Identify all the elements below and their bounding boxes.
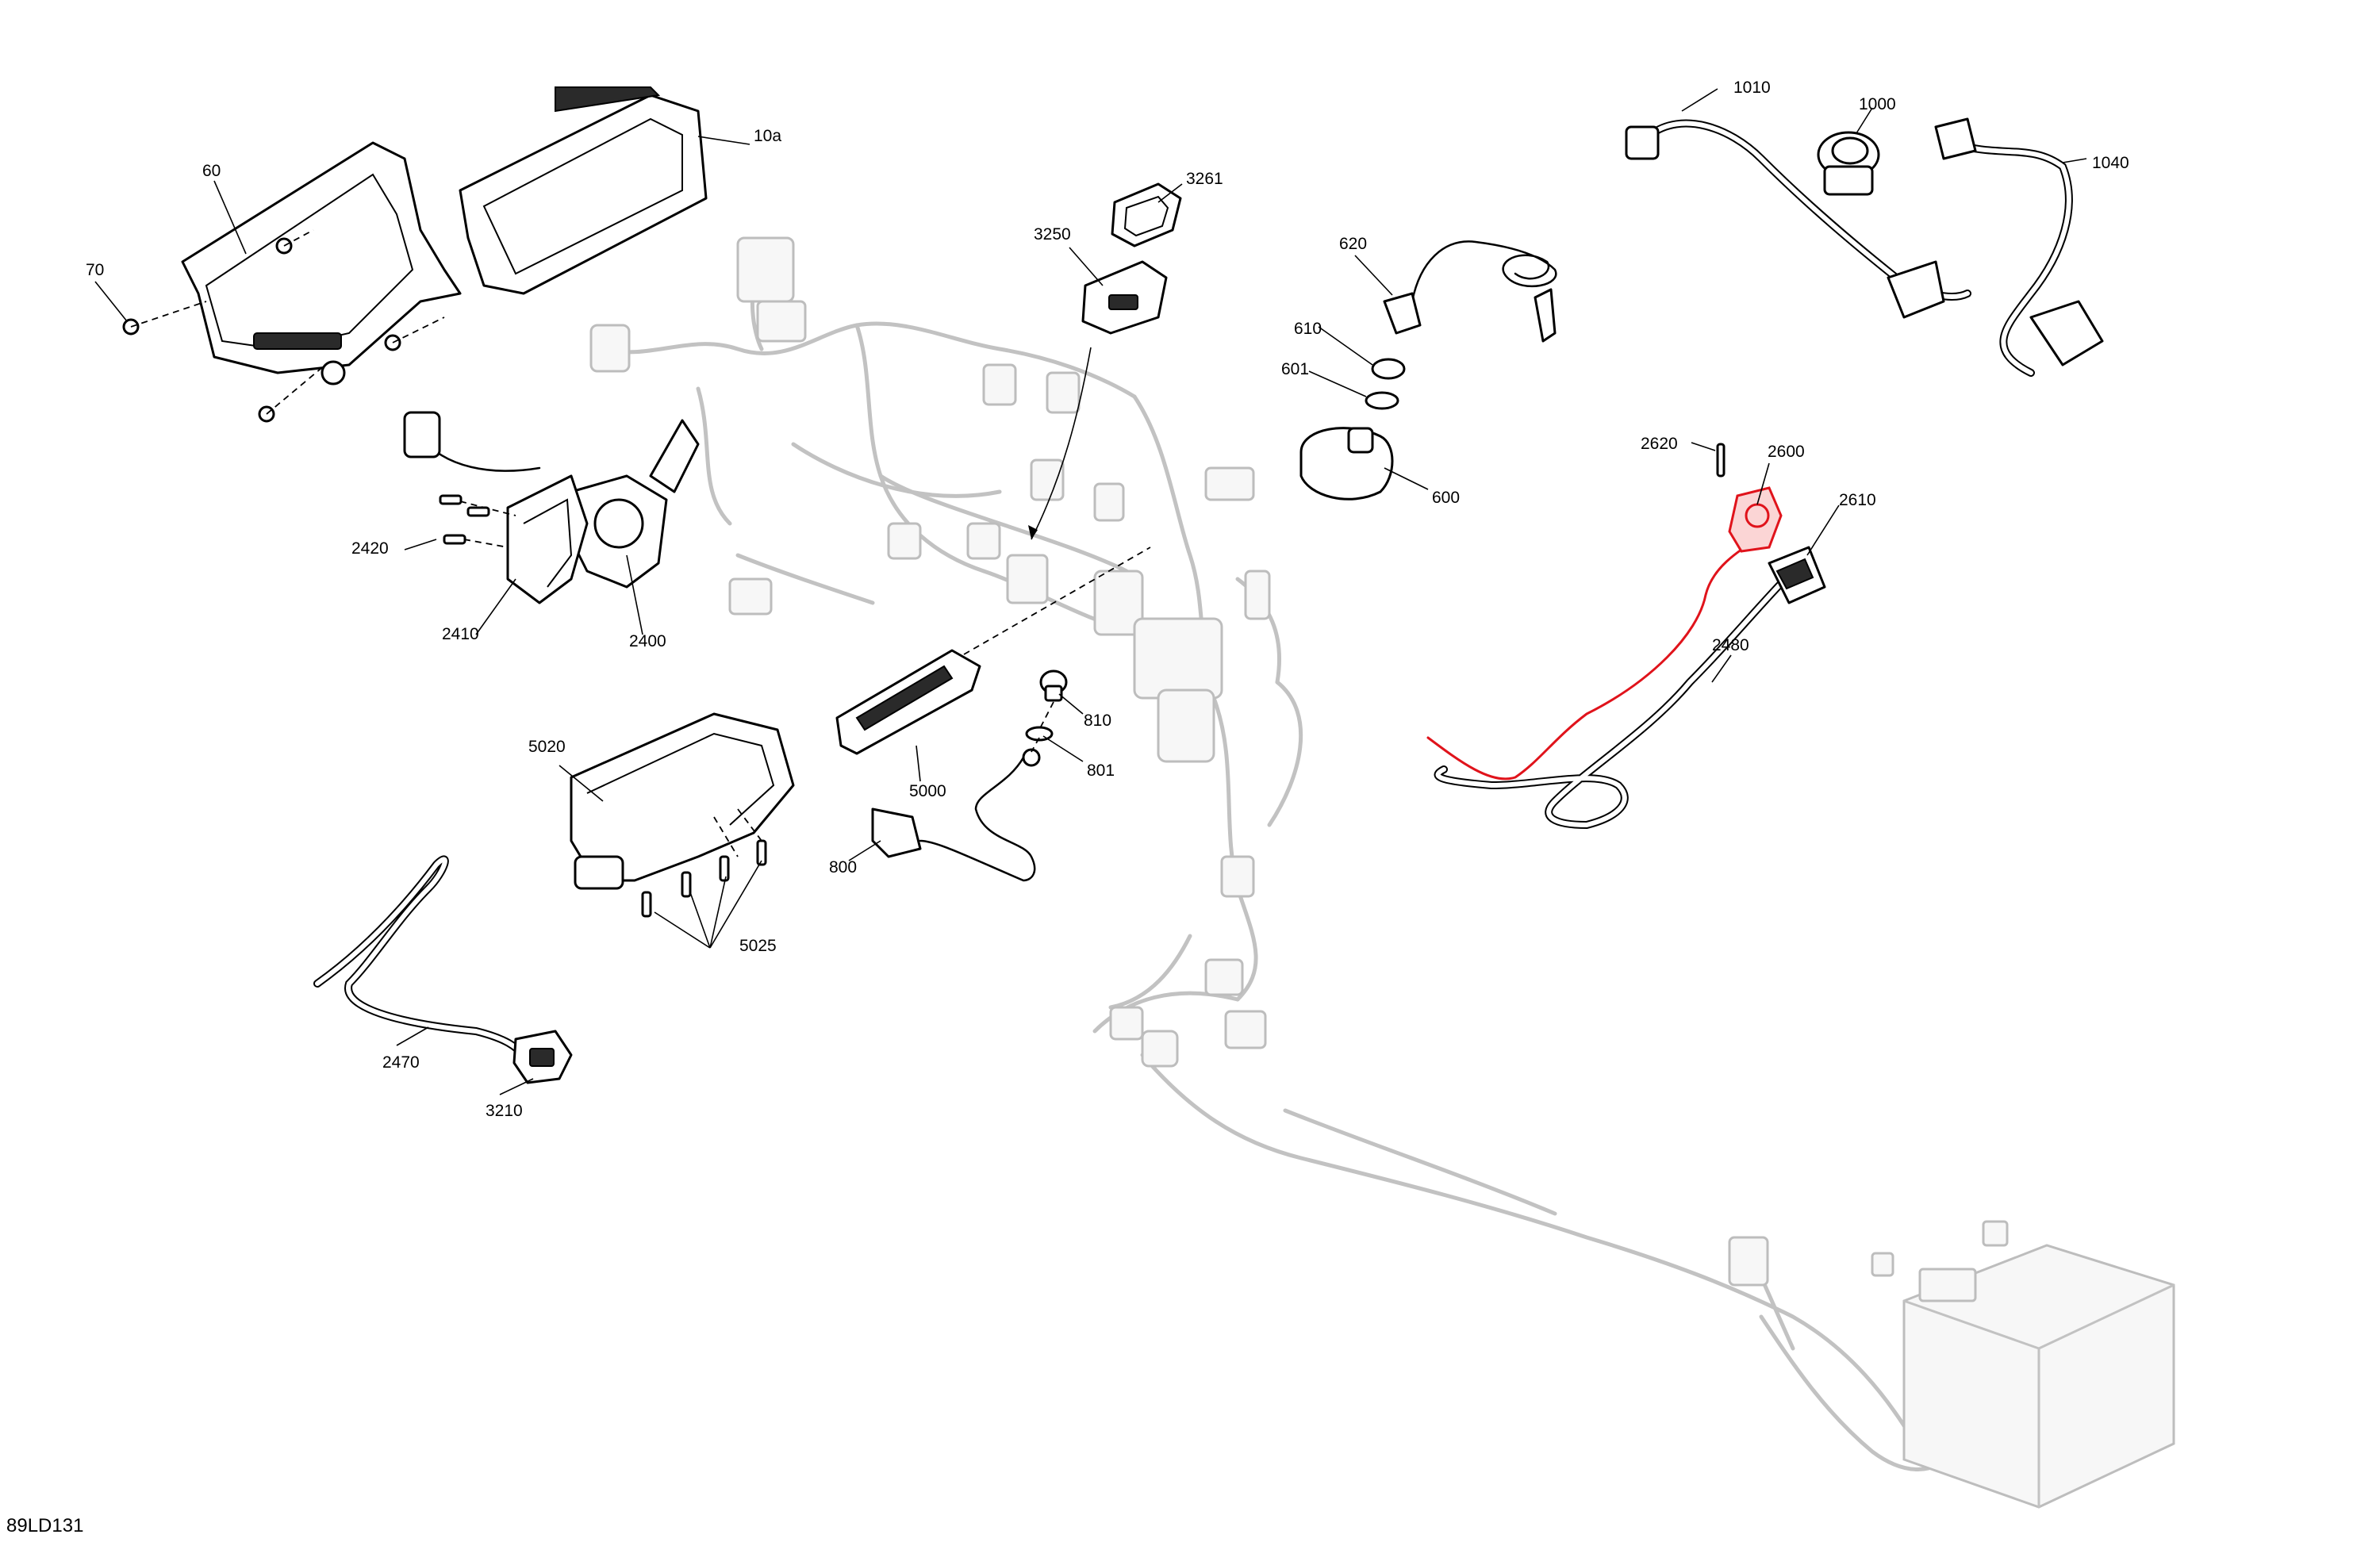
figure-id: 89LD131	[6, 1515, 83, 1536]
callout-70: 70	[86, 261, 104, 279]
main-harness-ghost	[589, 236, 1954, 1471]
cover-5020[interactable]	[570, 712, 795, 890]
callout-601: 601	[1281, 360, 1309, 378]
callout-620: 620	[1339, 235, 1367, 253]
throttle-housing-2410[interactable]	[506, 474, 589, 604]
harness-1040[interactable]	[1934, 117, 2104, 377]
callout-2600: 2600	[1768, 443, 1805, 461]
callout-2610: 2610	[1839, 491, 1876, 509]
harness-2470[interactable]	[313, 855, 528, 1059]
callout-2620: 2620	[1641, 435, 1678, 453]
fuse-holder-2610[interactable]	[1768, 546, 1826, 604]
module-5000[interactable]	[835, 649, 981, 755]
callout-2420: 2420	[351, 539, 389, 558]
relay-2600-highlight[interactable]	[1426, 486, 1783, 781]
callout-labels: 60 70 10a 2420 2410 2400 3261 3250 5020 …	[86, 79, 2129, 1120]
switch-3250[interactable]	[1081, 260, 1168, 335]
harness-2480[interactable]	[1434, 567, 1797, 830]
screws-5025	[641, 839, 767, 918]
screws-2420	[439, 494, 490, 545]
battery-ghost	[1871, 1220, 2175, 1509]
callout-3210: 3210	[486, 1102, 523, 1120]
leader-lines	[94, 88, 2087, 1095]
switch-bezel-3261[interactable]	[1111, 182, 1182, 247]
harness-1010[interactable]	[1625, 119, 1971, 319]
callout-5000: 5000	[909, 782, 946, 800]
callout-2480: 2480	[1712, 636, 1749, 654]
callout-810: 810	[1084, 712, 1111, 730]
nut-610	[1371, 358, 1406, 380]
callout-800: 800	[829, 858, 857, 876]
switch-600[interactable]	[1299, 427, 1394, 501]
callout-1040: 1040	[2092, 154, 2129, 172]
socket-1000[interactable]	[1817, 131, 1880, 196]
callout-801: 801	[1087, 761, 1115, 780]
cluster-support-60[interactable]	[181, 141, 462, 386]
callout-10a: 10a	[754, 127, 781, 145]
callout-3250: 3250	[1034, 225, 1071, 244]
screw-2620	[1716, 443, 1726, 478]
callout-1000: 1000	[1859, 95, 1896, 113]
callout-5025: 5025	[739, 937, 777, 955]
callout-60: 60	[202, 162, 221, 180]
callout-1010: 1010	[1733, 79, 1771, 97]
tether-cord-620[interactable]	[1383, 240, 1557, 343]
callout-5020: 5020	[528, 738, 566, 756]
callout-2400: 2400	[629, 632, 666, 650]
oring-601	[1365, 391, 1399, 410]
cluster-display-10a[interactable]	[459, 86, 708, 295]
callout-610: 610	[1294, 320, 1322, 338]
callout-3261: 3261	[1186, 170, 1223, 188]
callout-2410: 2410	[442, 625, 479, 643]
callout-600: 600	[1432, 489, 1460, 507]
connector-3210[interactable]	[512, 1030, 573, 1084]
cap-810[interactable]	[1039, 669, 1068, 702]
callout-2470: 2470	[382, 1053, 420, 1072]
sensor-800[interactable]	[871, 748, 1041, 882]
throttle-sensor-2400[interactable]	[403, 411, 700, 589]
